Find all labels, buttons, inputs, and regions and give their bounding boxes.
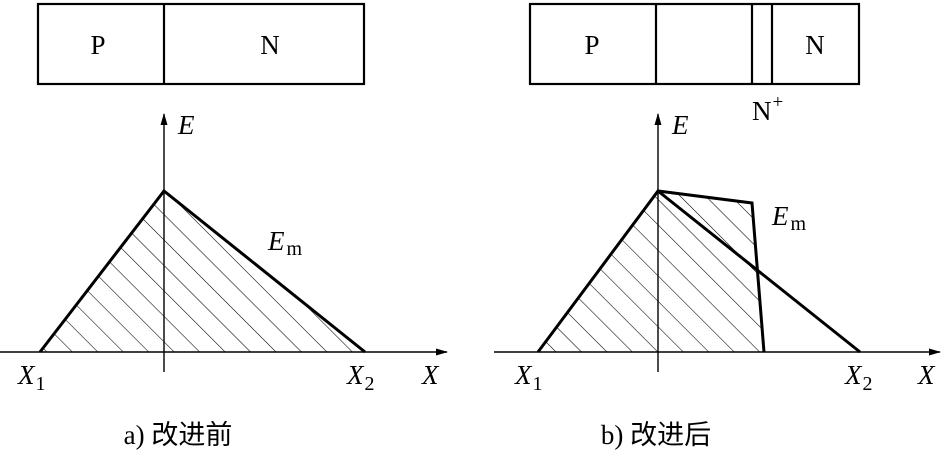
caption-b: b) 改进后	[601, 420, 711, 450]
x-axis-label-b: X	[917, 360, 936, 390]
x2-label-b: X2	[844, 360, 873, 395]
x2-label-a: X2	[346, 360, 375, 395]
field-area-b	[538, 191, 764, 352]
x-axis-label-a: X	[421, 360, 440, 390]
field-profile-improved-b	[536, 189, 766, 353]
x1-label-a: X1	[17, 360, 46, 395]
pn-junction-bar-b	[528, 2, 861, 86]
pn-junction-bar-a	[36, 2, 366, 86]
n-plus-label: N+	[752, 92, 783, 126]
region-n-label-a: N	[260, 30, 280, 60]
e-axis-label-a: E	[177, 110, 195, 140]
region-n-label-b: N	[805, 30, 825, 60]
x1-label-b: X1	[514, 360, 543, 395]
e-axis-label-b: E	[671, 110, 689, 140]
field-profile-original-b	[657, 189, 861, 354]
region-p-label-b: P	[584, 30, 599, 60]
field-area-a	[40, 191, 365, 352]
region-p-label-a: P	[90, 30, 105, 60]
caption-a: a) 改进前	[124, 420, 233, 450]
